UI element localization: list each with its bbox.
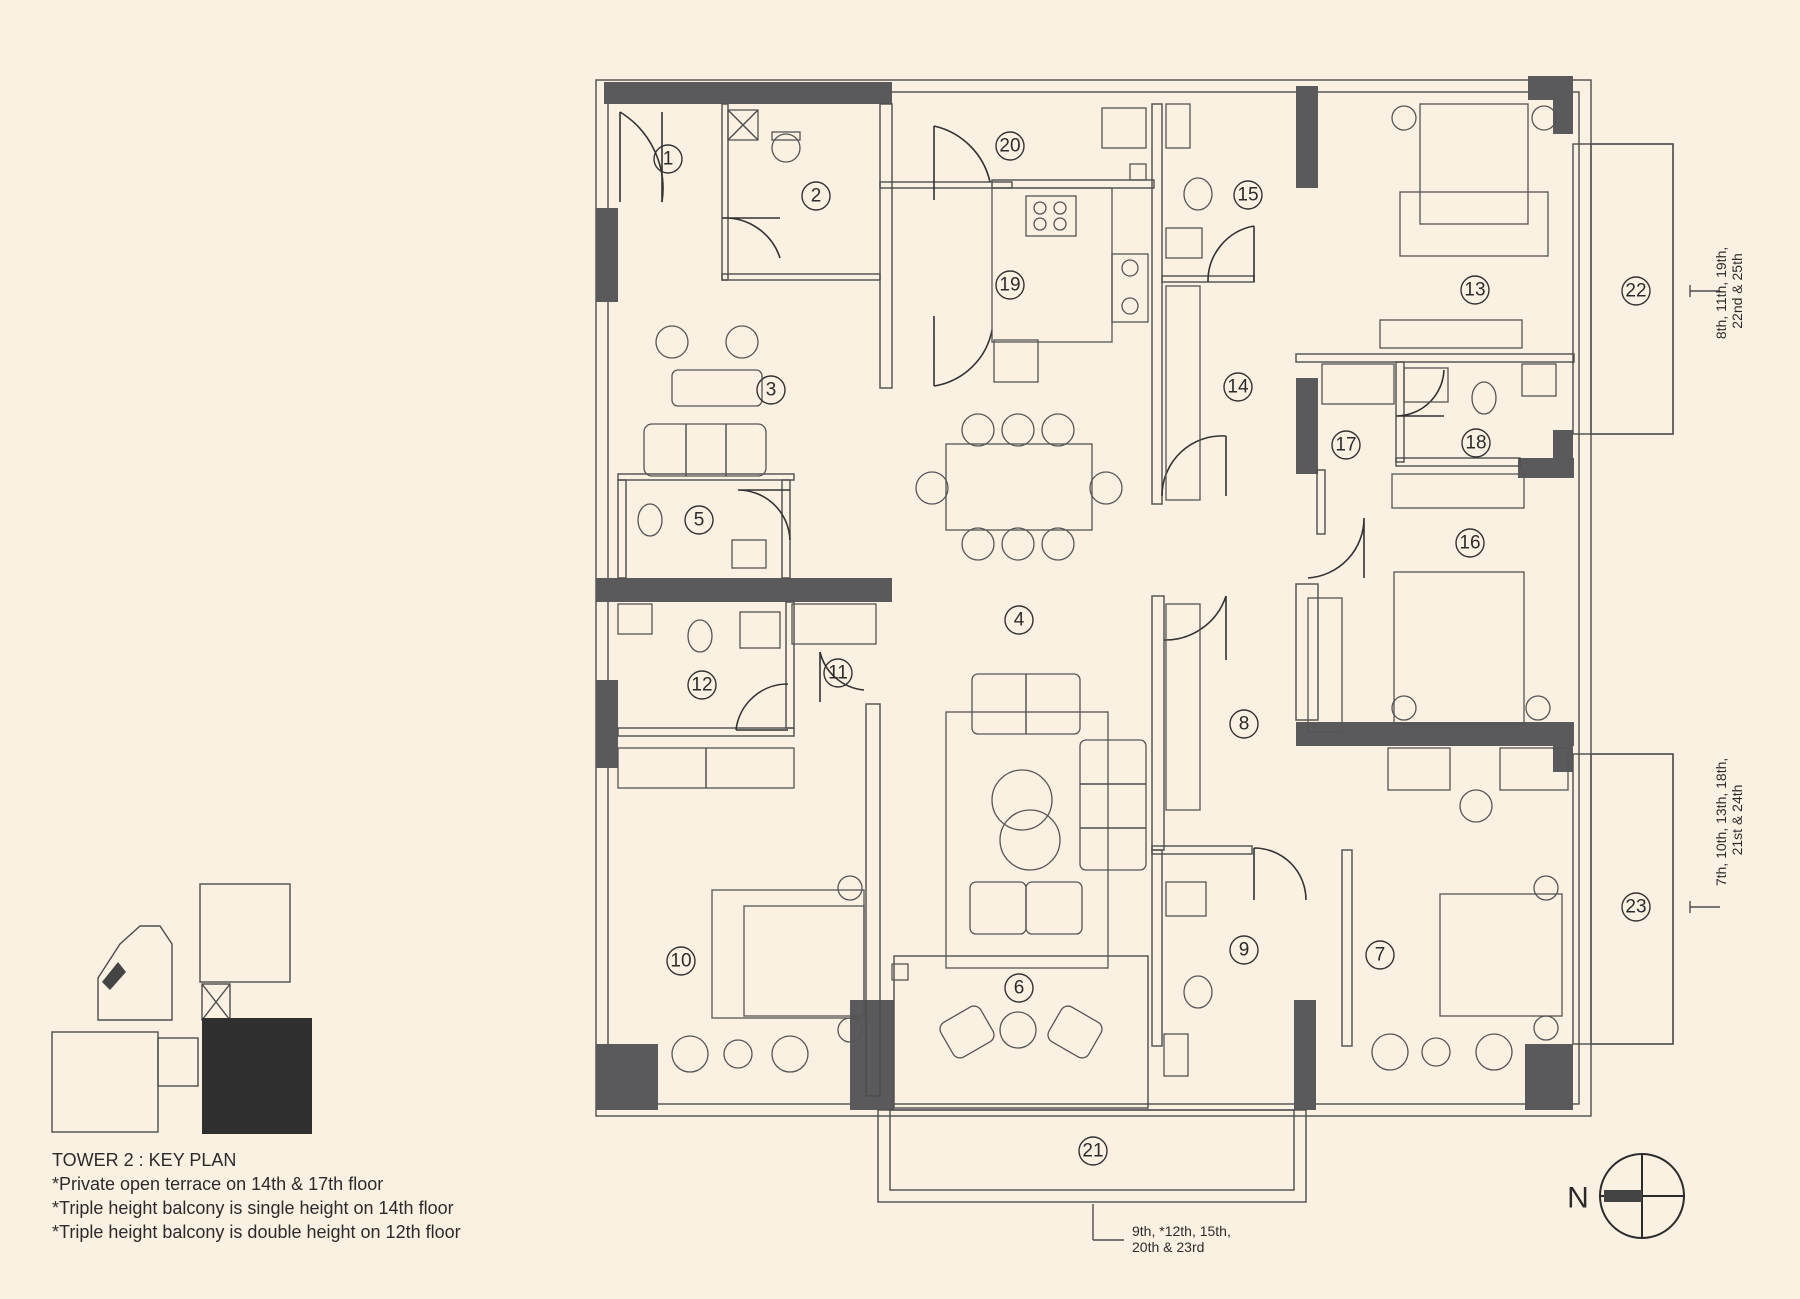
svg-text:3: 3 — [766, 380, 777, 401]
room-9-label: 9 — [1229, 935, 1259, 965]
svg-text:20: 20 — [999, 136, 1020, 157]
key-plan-note-1: *Private open terrace on 14th & 17th flo… — [52, 1174, 384, 1194]
callout-22: 8th, 11th, 19th, 22nd & 25th — [1689, 243, 1745, 339]
svg-text:5: 5 — [694, 510, 705, 531]
svg-text:8th, 11th, 19th, 22nd &: 8th, 11th, 19th, 22nd & 25th — [1713, 243, 1745, 339]
room-2-label: 2 — [801, 181, 831, 211]
furniture — [617, 103, 1569, 1077]
svg-text:12: 12 — [691, 675, 712, 696]
key-plan-note-2: *Triple height balcony is single height … — [52, 1198, 454, 1218]
room-23-label: 23 — [1621, 892, 1651, 922]
svg-text:17: 17 — [1335, 435, 1356, 456]
svg-text:11: 11 — [828, 663, 848, 684]
svg-text:2: 2 — [811, 186, 822, 207]
balconies — [877, 143, 1674, 1203]
callout-21: 9th, *12th, 15th,20th & 23rd — [1092, 1204, 1231, 1255]
room-5-label: 5 — [684, 505, 714, 535]
svg-text:7th, 10th, 13th, 18th, 2: 7th, 10th, 13th, 18th, 21st & 24th — [1713, 754, 1745, 886]
svg-text:19: 19 — [999, 275, 1020, 296]
room-19-label: 19 — [995, 270, 1025, 300]
door-swings — [619, 111, 1445, 901]
room-3-label: 3 — [756, 375, 786, 405]
svg-text:6: 6 — [1014, 978, 1025, 999]
compass: N — [1567, 1153, 1685, 1239]
svg-text:22: 22 — [1625, 281, 1646, 302]
svg-text:23: 23 — [1625, 897, 1646, 918]
room-11-label: 11 — [823, 658, 853, 688]
room-15-label: 15 — [1233, 180, 1263, 210]
room-1-label: 1 — [653, 144, 683, 174]
partitions — [617, 103, 1575, 1097]
room-18-label: 18 — [1461, 428, 1491, 458]
svg-text:18: 18 — [1465, 433, 1486, 454]
room-13-label: 13 — [1460, 275, 1490, 305]
room-8-label: 8 — [1229, 709, 1259, 739]
room-20-label: 20 — [995, 131, 1025, 161]
key-plan — [51, 883, 312, 1134]
svg-text:16: 16 — [1459, 533, 1480, 554]
room-numbers: 1 2 3 4 5 6 7 8 9 10 11 12 13 14 15 16 1… — [653, 131, 1651, 1166]
room-6-label: 6 — [1004, 973, 1034, 1003]
key-plan-note-3: *Triple height balcony is double height … — [52, 1222, 461, 1242]
svg-text:21: 21 — [1082, 1141, 1103, 1162]
svg-text:7: 7 — [1375, 945, 1386, 966]
svg-text:13: 13 — [1464, 280, 1485, 301]
svg-text:4: 4 — [1014, 610, 1025, 631]
room-10-label: 10 — [666, 946, 696, 976]
svg-text:10: 10 — [670, 951, 691, 972]
room-14-label: 14 — [1223, 372, 1253, 402]
room-12-label: 12 — [687, 670, 717, 700]
room-7-label: 7 — [1365, 940, 1395, 970]
room-16-label: 16 — [1455, 528, 1485, 558]
compass-label: N — [1567, 1182, 1589, 1215]
room-22-label: 22 — [1621, 276, 1651, 306]
room-17-label: 17 — [1331, 430, 1361, 460]
svg-text:14: 14 — [1227, 377, 1249, 398]
svg-text:9th, *12th, 15th,20th & 23rd: 9th, *12th, 15th,20th & 23rd — [1132, 1223, 1231, 1255]
callout-23: 7th, 10th, 13th, 18th, 21st & 24th — [1689, 754, 1745, 913]
svg-text:15: 15 — [1237, 185, 1258, 206]
room-21-label: 21 — [1078, 1136, 1108, 1166]
key-plan-title: TOWER 2 : KEY PLAN — [52, 1150, 237, 1170]
svg-text:9: 9 — [1239, 940, 1250, 961]
svg-text:8: 8 — [1239, 714, 1250, 735]
room-4-label: 4 — [1004, 605, 1034, 635]
structural-walls — [596, 76, 1574, 1110]
svg-text:1: 1 — [663, 149, 674, 170]
